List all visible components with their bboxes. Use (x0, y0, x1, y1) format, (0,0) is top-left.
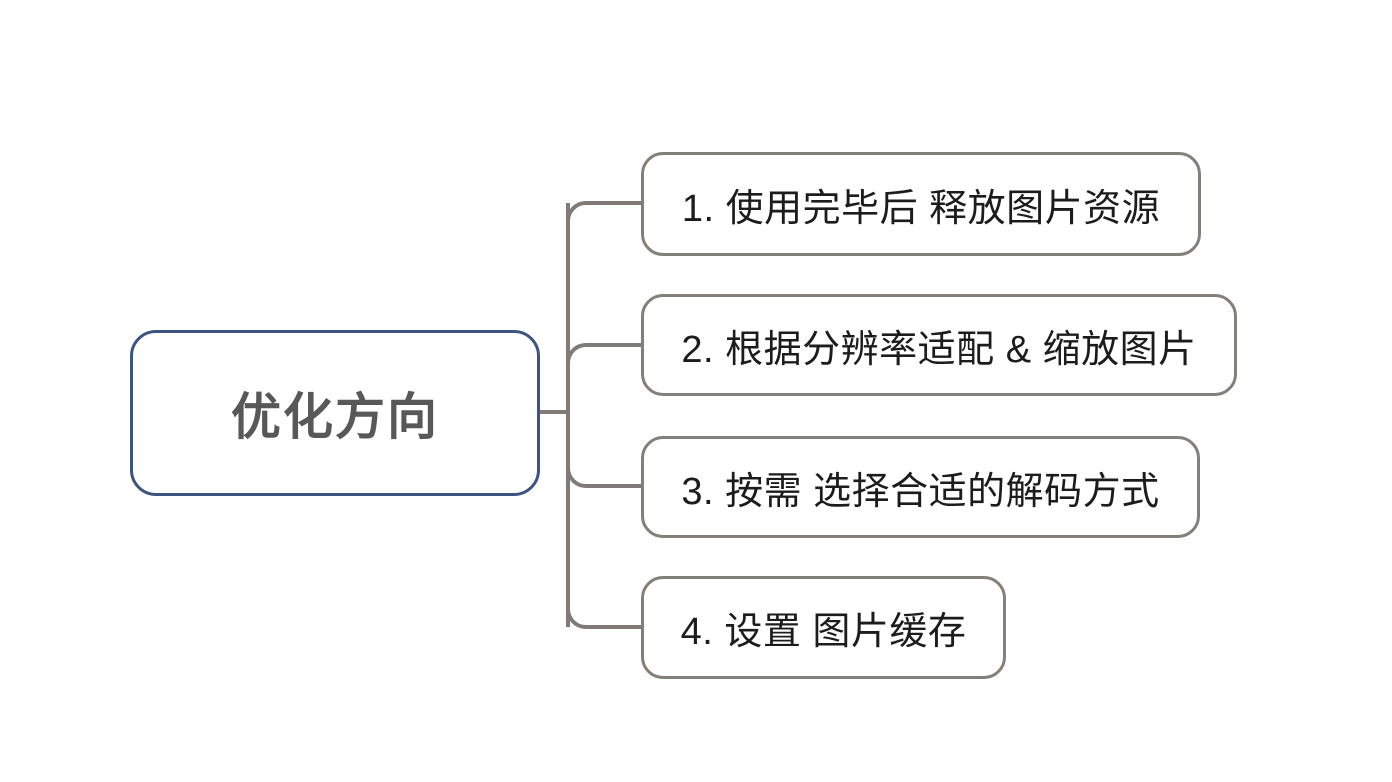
child-node-4-label: 4. 设置 图片缓存 (680, 611, 967, 653)
child-node-2[interactable]: 2. 根据分辨率适配 & 缩放图片 (641, 294, 1237, 396)
child-node-1-label: 1. 使用完毕后 释放图片资源 (681, 187, 1161, 230)
connector-branch-2 (566, 343, 641, 364)
child-node-1[interactable]: 1. 使用完毕后 释放图片资源 (641, 152, 1201, 256)
connector-branch-4 (566, 608, 641, 629)
child-node-3-label: 3. 按需 选择合适的解码方式 (681, 470, 1160, 513)
root-node-label: 优化方向 (231, 389, 439, 445)
connector-branch-1 (566, 201, 641, 222)
connector-branch-3 (566, 467, 641, 488)
root-node[interactable]: 优化方向 (130, 330, 540, 496)
child-node-2-label: 2. 根据分辨率适配 & 缩放图片 (681, 328, 1197, 371)
child-node-4[interactable]: 4. 设置 图片缓存 (641, 576, 1006, 679)
child-node-3[interactable]: 3. 按需 选择合适的解码方式 (641, 436, 1200, 538)
